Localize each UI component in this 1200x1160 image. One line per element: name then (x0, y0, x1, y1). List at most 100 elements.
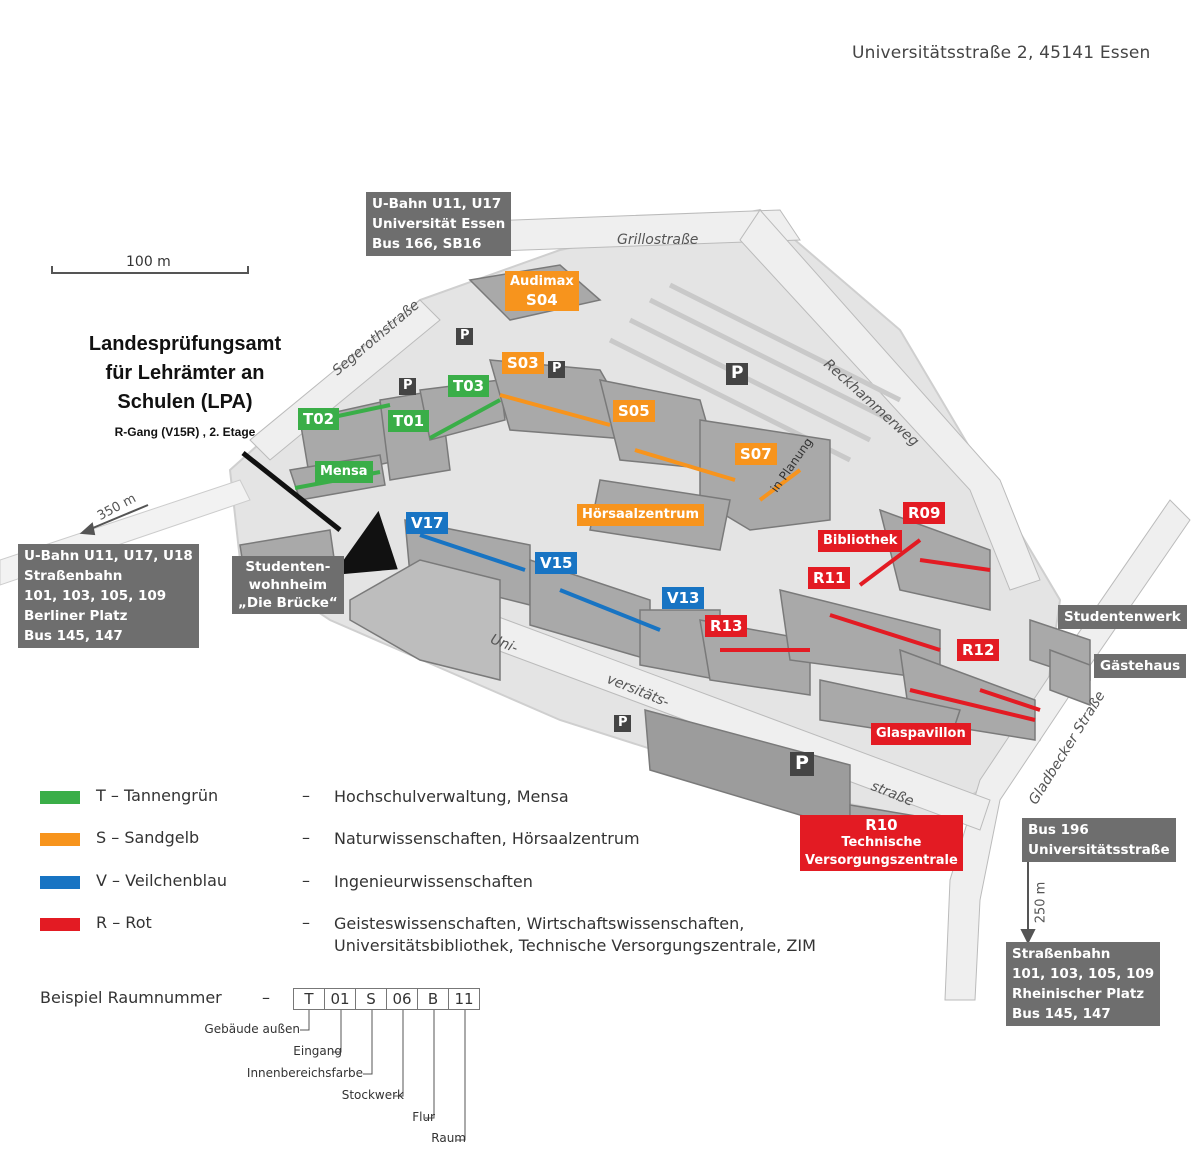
legend-swatch-red (40, 918, 80, 931)
building-label-R10-line: Technische (841, 835, 922, 850)
building-S07 (699, 419, 831, 531)
building-label-R10: R10 Technische Versorgungszentrale (800, 815, 963, 871)
building-label-T02: T02 (298, 408, 340, 430)
example-label: Beispiel Raumnummer (40, 988, 222, 1007)
building-label-hoersaal: Hörsaalzentrum (577, 504, 705, 526)
example-part-label: Flur (412, 1110, 435, 1124)
lpa-arrow (241, 451, 398, 575)
building-LPA (349, 559, 501, 681)
parking-icon: P (618, 715, 628, 730)
building-label-T01: T01 (388, 410, 430, 432)
legend-desc: Hochschulverwaltung, Mensa (334, 787, 569, 806)
legend-code: S – Sandgelb (96, 828, 200, 847)
transit-line: U-Bahn U11, U17, U18 (24, 548, 193, 564)
transit-line: 101, 103, 105, 109 (24, 588, 167, 604)
example-part-label: Eingang (293, 1044, 342, 1058)
legend-desc: Geisteswissenschaften, Wirtschaftswissen… (334, 913, 816, 957)
example-cell: T (294, 989, 325, 1009)
parking-icon: P (795, 752, 809, 774)
building-label-wohnheim: Studenten- wohnheim „Die Brücke“ (232, 556, 344, 614)
building-label-gaestehaus: Gästehaus (1094, 654, 1187, 678)
building-label-T03: T03 (448, 375, 490, 397)
parking-icons (399, 328, 814, 776)
building-label-audimax: Audimax S04 (505, 271, 579, 311)
transit-line: 101, 103, 105, 109 (1012, 966, 1155, 982)
parking-icon: P (552, 361, 562, 376)
transit-line: U-Bahn U11, U17 (372, 196, 502, 212)
transit-line: Berliner Platz (24, 608, 128, 624)
road-segeroth (249, 299, 441, 461)
transit-box-top: U-Bahn U11, U17 Universität Essen Bus 16… (366, 192, 512, 256)
building-label-V15: V15 (535, 552, 578, 574)
building-label-V17: V17 (406, 512, 449, 534)
legend-swatch-green (40, 791, 80, 804)
legend-desc: Naturwissenschaften, Hörsaalzentrum (334, 829, 640, 848)
example-cell: 06 (387, 989, 418, 1009)
building-label-S03: S03 (502, 352, 544, 374)
building-label-bibliothek: Bibliothek (818, 530, 903, 552)
building-label-R10-code: R10 (865, 816, 898, 834)
transit-box-left: U-Bahn U11, U17, U18 Straßenbahn 101, 10… (18, 544, 199, 648)
legend-swatch-blue (40, 876, 80, 889)
example-part-label: Gebäude außen (204, 1022, 300, 1036)
legend-code: V – Veilchenblau (96, 871, 228, 890)
transit-box-bottom-right: Straßenbahn 101, 103, 105, 109 Rheinisch… (1006, 942, 1161, 1026)
building-label-V13: V13 (662, 587, 705, 609)
legend-swatch-orange (40, 833, 80, 846)
transit-line: Bus 145, 147 (24, 628, 123, 644)
lpa-title-line: für Lehrämter an (105, 362, 265, 384)
building-label-S07: S07 (735, 443, 777, 465)
parking-icon: P (731, 363, 744, 383)
building-label-R10-line: Versorgungszentrale (805, 853, 958, 868)
lpa-subtitle: R-Gang (V15R) , 2. Etage (114, 425, 256, 439)
transit-line: Bus 166, SB16 (372, 236, 482, 252)
lpa-title: Landesprüfungsamt für Lehrämter an Schul… (40, 330, 330, 417)
wohnheim-line: „Die Brücke“ (238, 595, 338, 611)
example-cell: 01 (325, 989, 356, 1009)
example-dash: – (262, 988, 270, 1007)
legend-desc: Ingenieurwissenschaften (334, 872, 533, 891)
legend-code: T – Tannengrün (96, 786, 219, 805)
address-text: Universitätsstraße 2, 45141 Essen (852, 43, 1151, 63)
transit-line: Universitätsstraße (1028, 842, 1170, 858)
transit-box-bus-196: Bus 196 Universitätsstraße (1022, 818, 1176, 862)
example-cell: B (418, 989, 449, 1009)
example-cell: S (356, 989, 387, 1009)
parking-icon: P (403, 378, 413, 393)
building-label-audimax-line: Audimax (510, 274, 574, 289)
example-cell: 11 (454, 990, 474, 1008)
building-gaestehaus (1049, 648, 1091, 707)
legend-dash: – (302, 913, 310, 932)
legend-desc-line: Geisteswissenschaften, Wirtschaftswissen… (334, 914, 745, 933)
street-grillo: Grillostraße (617, 232, 699, 248)
scale-bar (51, 266, 249, 274)
building-label-S05: S05 (613, 400, 655, 422)
building-R13 (699, 619, 811, 696)
building-R09 (878, 508, 991, 611)
scale-label: 100 m (126, 254, 171, 270)
transit-line: Universität Essen (372, 216, 506, 232)
legend-desc-line: Universitätsbibliothek, Technische Verso… (334, 936, 816, 955)
legend-code: R – Rot (96, 913, 152, 932)
wohnheim-line: Studenten- (245, 559, 331, 575)
transit-line: Straßenbahn (24, 568, 123, 584)
example-part-label: Raum (431, 1131, 466, 1145)
building-label-mensa: Mensa (315, 461, 373, 483)
building-label-R13: R13 (705, 615, 748, 637)
legend-dash: – (302, 871, 310, 890)
legend-dash: – (302, 786, 310, 805)
building-label-studentenwerk: Studentenwerk (1058, 605, 1187, 629)
legend-dash: – (302, 828, 310, 847)
color-stripes (294, 393, 1041, 722)
transit-line: Bus 145, 147 (1012, 1006, 1111, 1022)
parking-icon: P (460, 328, 470, 343)
transit-line: Straßenbahn (1012, 946, 1111, 962)
building-label-R12: R12 (957, 639, 1000, 661)
example-part-label: Stockwerk (341, 1088, 404, 1102)
building-label-S04: S04 (526, 291, 558, 309)
direction-arrows (79, 504, 1036, 945)
lpa-title-line: Landesprüfungsamt (88, 333, 282, 355)
wohnheim-line: wohnheim (248, 577, 328, 593)
